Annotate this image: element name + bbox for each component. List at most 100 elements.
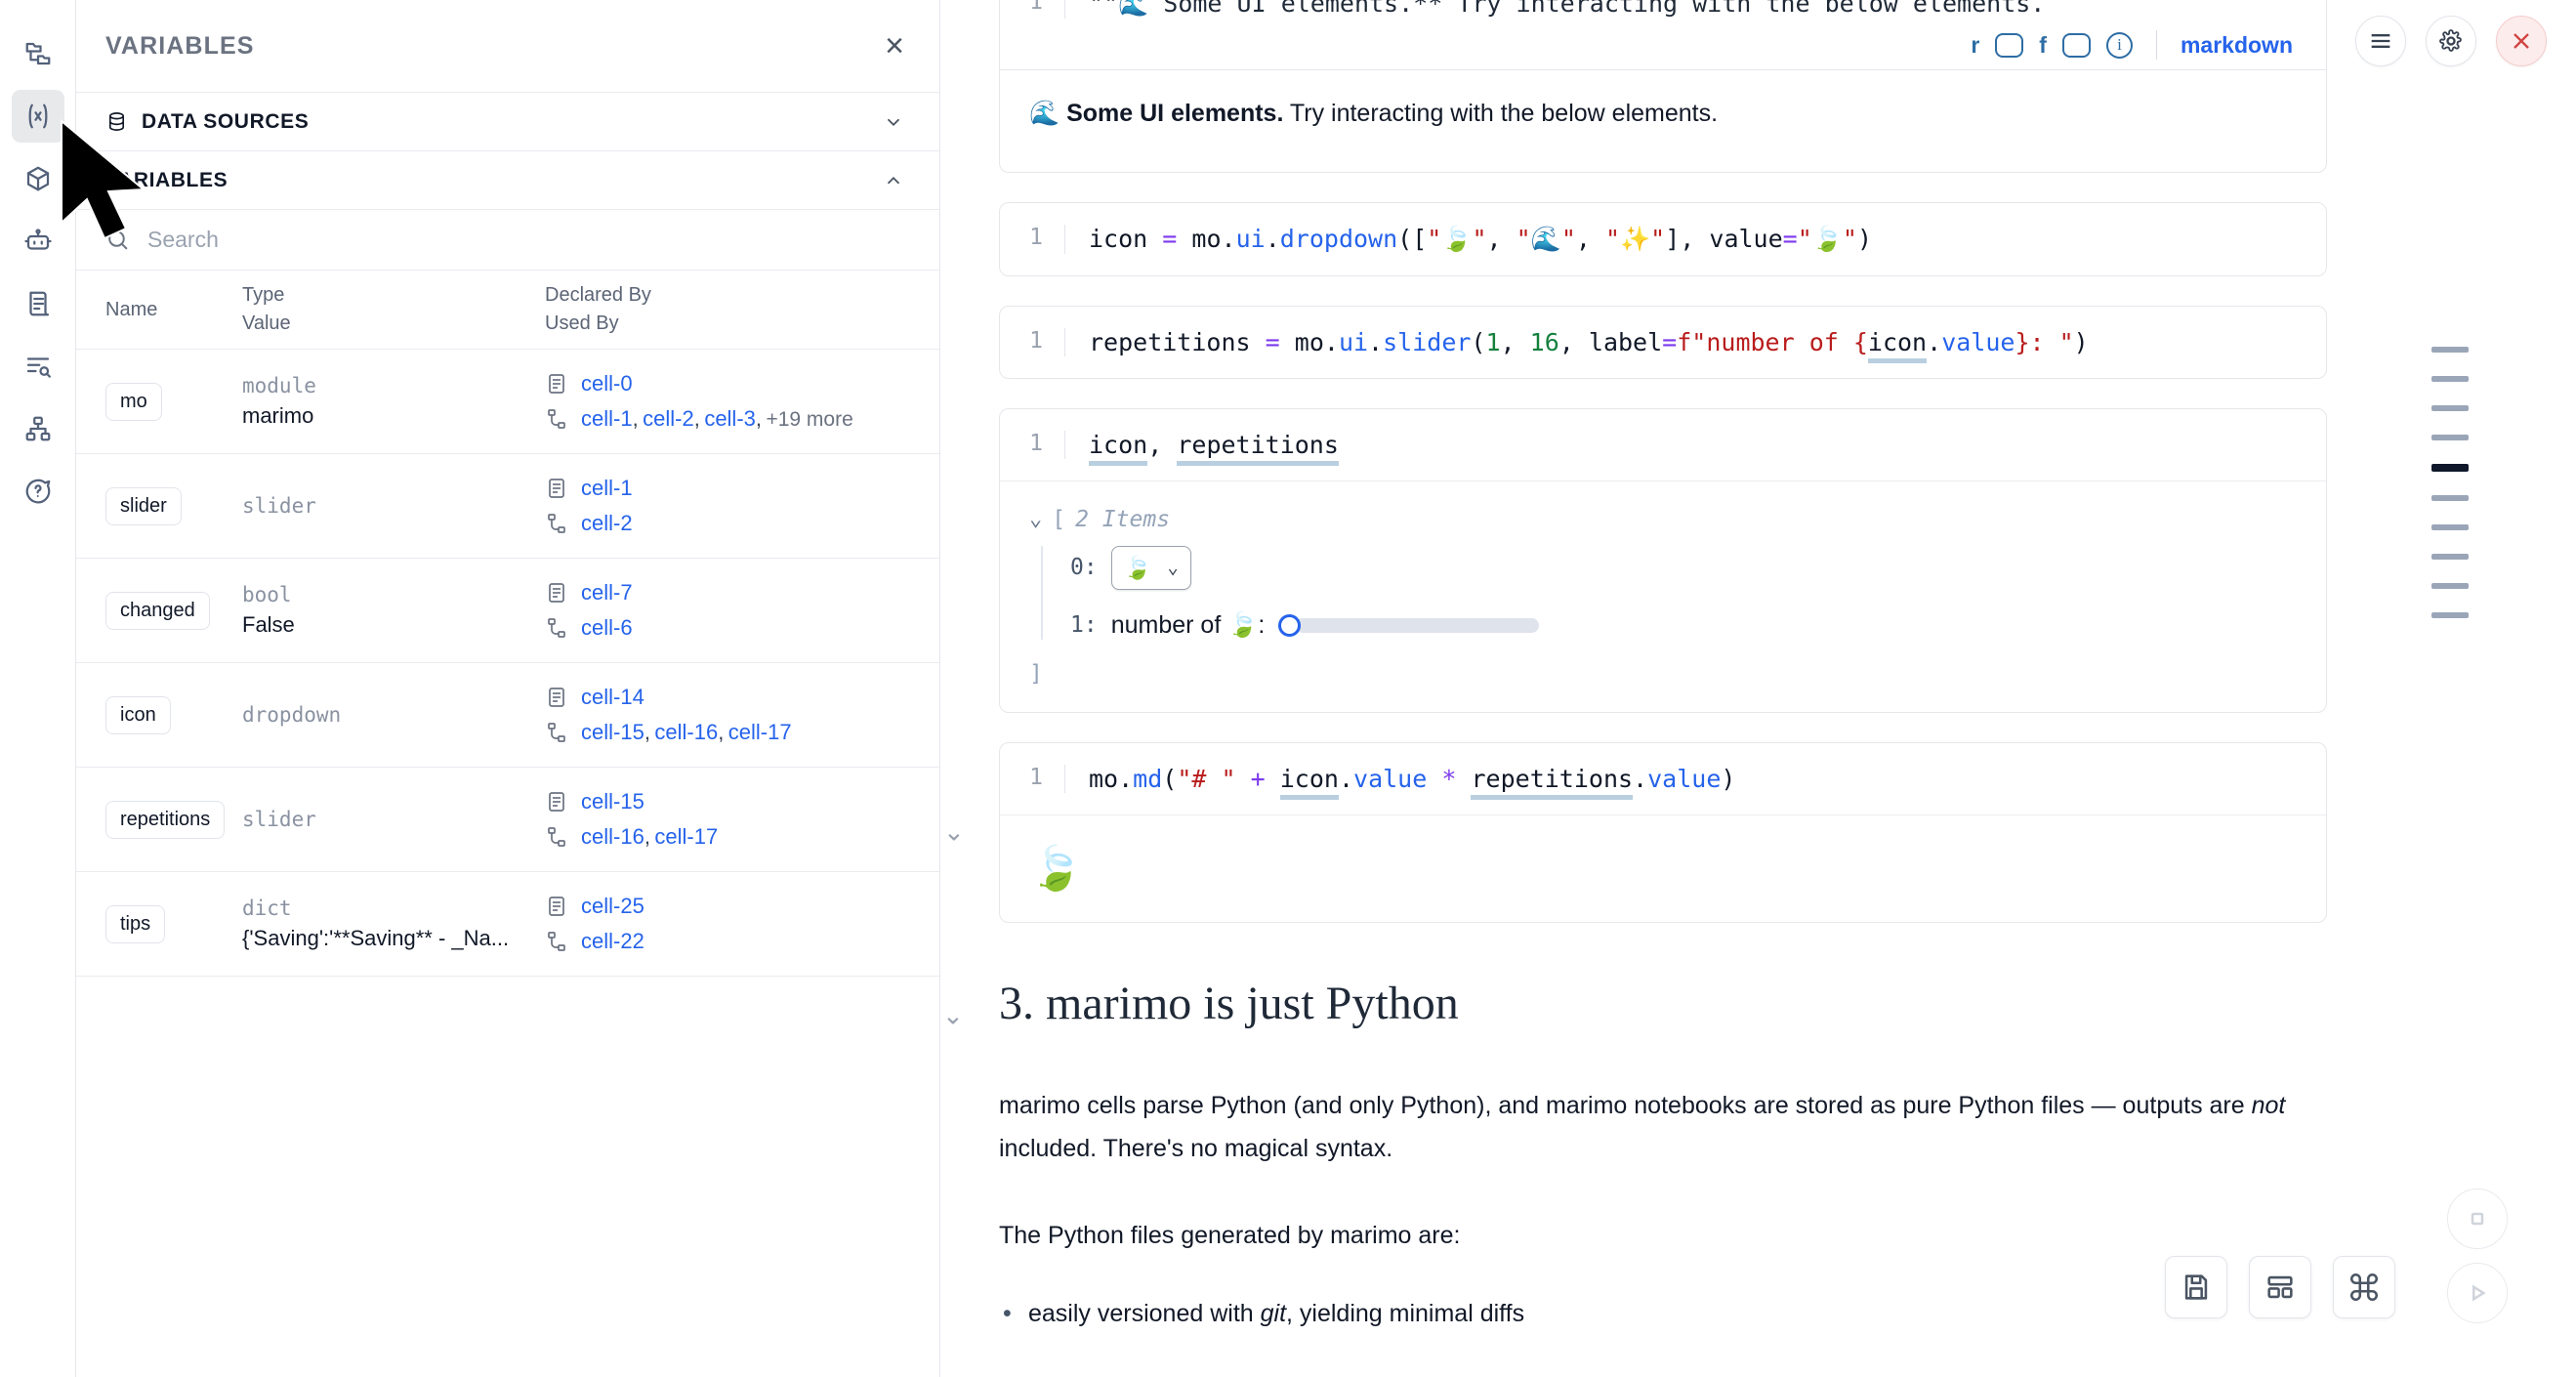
- minimap-tick[interactable]: [2431, 347, 2469, 353]
- gear-icon[interactable]: [2426, 16, 2476, 66]
- cell-type-value: slider: [242, 767, 545, 872]
- minimap-tick[interactable]: [2431, 554, 2469, 560]
- chevron-down-icon[interactable]: ⌄: [1029, 507, 1043, 531]
- code-editor[interactable]: 1 repetitions = mo.ui.slider(1, 16, labe…: [1000, 307, 2326, 378]
- info-icon[interactable]: i: [2105, 31, 2133, 59]
- variable-type: dropdown: [242, 703, 342, 727]
- cell-link[interactable]: cell-2: [581, 511, 633, 535]
- slider-track[interactable]: [1295, 617, 1540, 633]
- collapse-chevron-icon[interactable]: ⌄: [943, 816, 965, 847]
- section-label: VARIABLES: [105, 168, 229, 191]
- minimap-tick[interactable]: [2431, 435, 2469, 440]
- variable-name-chip[interactable]: changed: [105, 591, 210, 630]
- minimap-tick[interactable]: [2431, 405, 2469, 411]
- minimap-scrollbar[interactable]: [2431, 347, 2469, 618]
- close-icon[interactable]: ×: [885, 27, 904, 64]
- bullet-text-pre: easily versioned with: [1028, 1300, 1261, 1327]
- cell-link[interactable]: cell-0: [581, 371, 633, 396]
- layout-icon[interactable]: [2249, 1256, 2311, 1318]
- collapse-chevron-icon[interactable]: ⌄: [942, 1000, 964, 1029]
- minimap-tick[interactable]: [2431, 612, 2469, 618]
- markdown-rest-text: Try interacting with the below elements.: [1283, 100, 1719, 127]
- database-icon: [108, 112, 125, 131]
- robot-icon[interactable]: [12, 215, 64, 268]
- search-input[interactable]: [147, 227, 910, 253]
- cell-link[interactable]: cell-22: [581, 929, 644, 953]
- code-editor[interactable]: 1 icon, repetitions: [1000, 409, 2326, 480]
- more-label[interactable]: +19 more: [766, 408, 853, 431]
- command-icon[interactable]: [2333, 1256, 2395, 1318]
- variable-name-chip[interactable]: tips: [105, 904, 166, 943]
- slider-knob[interactable]: [1278, 613, 1302, 637]
- col-header-refs: Declared By Used By: [545, 271, 939, 350]
- file-tree-icon[interactable]: [12, 27, 64, 80]
- cell-declared-icon: [549, 897, 564, 916]
- variables-icon[interactable]: [11, 90, 64, 143]
- dropdown-widget[interactable]: 🍃 ⌄: [1110, 545, 1191, 590]
- help-icon[interactable]: [12, 465, 64, 518]
- section-data-sources[interactable]: DATA SOURCES: [76, 93, 939, 151]
- cell-output: 🍃 ⌄: [943, 814, 2326, 922]
- cell-variable-name: tips: [76, 871, 242, 977]
- cell-link[interactable]: cell-3: [704, 406, 756, 431]
- language-label[interactable]: markdown: [2180, 31, 2293, 58]
- minimap-tick[interactable]: [2431, 583, 2469, 589]
- cell-link[interactable]: cell-17: [654, 824, 719, 849]
- cell-link[interactable]: cell-1: [581, 406, 633, 431]
- list-viewer-header[interactable]: ⌄ [ 2 Items: [1029, 507, 2297, 532]
- variable-name-chip[interactable]: mo: [105, 382, 162, 421]
- cell-type-value: bool False: [242, 558, 545, 663]
- cell-link[interactable]: cell-6: [581, 615, 633, 640]
- list-index: 0:: [1070, 555, 1098, 580]
- cell-link[interactable]: cell-15: [581, 720, 644, 744]
- cell-link[interactable]: cell-16: [654, 720, 719, 744]
- cell-link[interactable]: cell-15: [581, 789, 644, 814]
- declared-by-line: cell-14: [545, 685, 939, 710]
- reactive-toggle[interactable]: [1995, 32, 2024, 58]
- minimap-tick[interactable]: [2431, 376, 2469, 382]
- variable-name-chip[interactable]: slider: [105, 486, 182, 525]
- scratchpad-icon[interactable]: [12, 277, 64, 330]
- cell-link[interactable]: cell-25: [581, 894, 644, 918]
- code-editor[interactable]: 1 mo.md("# " + icon.value * repetitions.…: [1000, 743, 2326, 814]
- cell-link[interactable]: cell-2: [643, 406, 694, 431]
- reactive-flag-label: r: [1971, 31, 1980, 58]
- cell-declared-icon: [549, 688, 564, 707]
- stop-icon[interactable]: [2447, 1189, 2508, 1249]
- play-icon[interactable]: [2447, 1263, 2508, 1323]
- package-icon[interactable]: [12, 152, 64, 205]
- panel-header: VARIABLES ×: [76, 0, 939, 93]
- variable-name-chip[interactable]: repetitions: [105, 800, 226, 839]
- dependency-graph-icon[interactable]: [12, 402, 64, 455]
- col-header-type: Type: [242, 284, 285, 306]
- menu-icon[interactable]: [2355, 16, 2406, 66]
- separator: ,: [632, 406, 639, 431]
- save-icon[interactable]: [2165, 1256, 2227, 1318]
- section-variables[interactable]: VARIABLES: [76, 151, 939, 210]
- col-header-name: Name: [76, 271, 242, 350]
- format-toggle[interactable]: [2061, 32, 2091, 58]
- cell-references: cell-1 cell-2: [545, 453, 939, 559]
- slider-widget[interactable]: [1278, 613, 1540, 637]
- cell-link[interactable]: cell-17: [727, 720, 792, 744]
- close-icon[interactable]: [2496, 16, 2547, 66]
- cell-link[interactable]: cell-1: [581, 476, 633, 500]
- minimap-tick[interactable]: [2431, 524, 2469, 530]
- code-editor[interactable]: 1 icon = mo.ui.dropdown(["🍃", "🌊", "✨"],…: [1000, 203, 2326, 275]
- markdown-cell-code[interactable]: 1 ""🌊 Some UI elements.** Try interactin…: [1000, 0, 2326, 22]
- cell-link[interactable]: cell-16: [581, 824, 644, 849]
- separator: ,: [693, 406, 700, 431]
- cell-link[interactable]: cell-7: [581, 580, 633, 605]
- logs-icon[interactable]: [12, 340, 64, 393]
- cell-declared-icon: [549, 583, 564, 603]
- cell-used-icon: [548, 723, 565, 742]
- minimap-tick[interactable]: [2431, 464, 2469, 472]
- variable-name-chip[interactable]: icon: [105, 695, 171, 734]
- bullet-text-post: , yielding minimal diffs: [1286, 1300, 1525, 1327]
- table-row: mo module marimo cell-0 cell-1, cell-2, …: [76, 349, 939, 454]
- search-row: [76, 210, 939, 271]
- variable-type: slider: [242, 494, 316, 518]
- cell-link[interactable]: cell-14: [581, 685, 644, 709]
- minimap-tick[interactable]: [2431, 495, 2469, 501]
